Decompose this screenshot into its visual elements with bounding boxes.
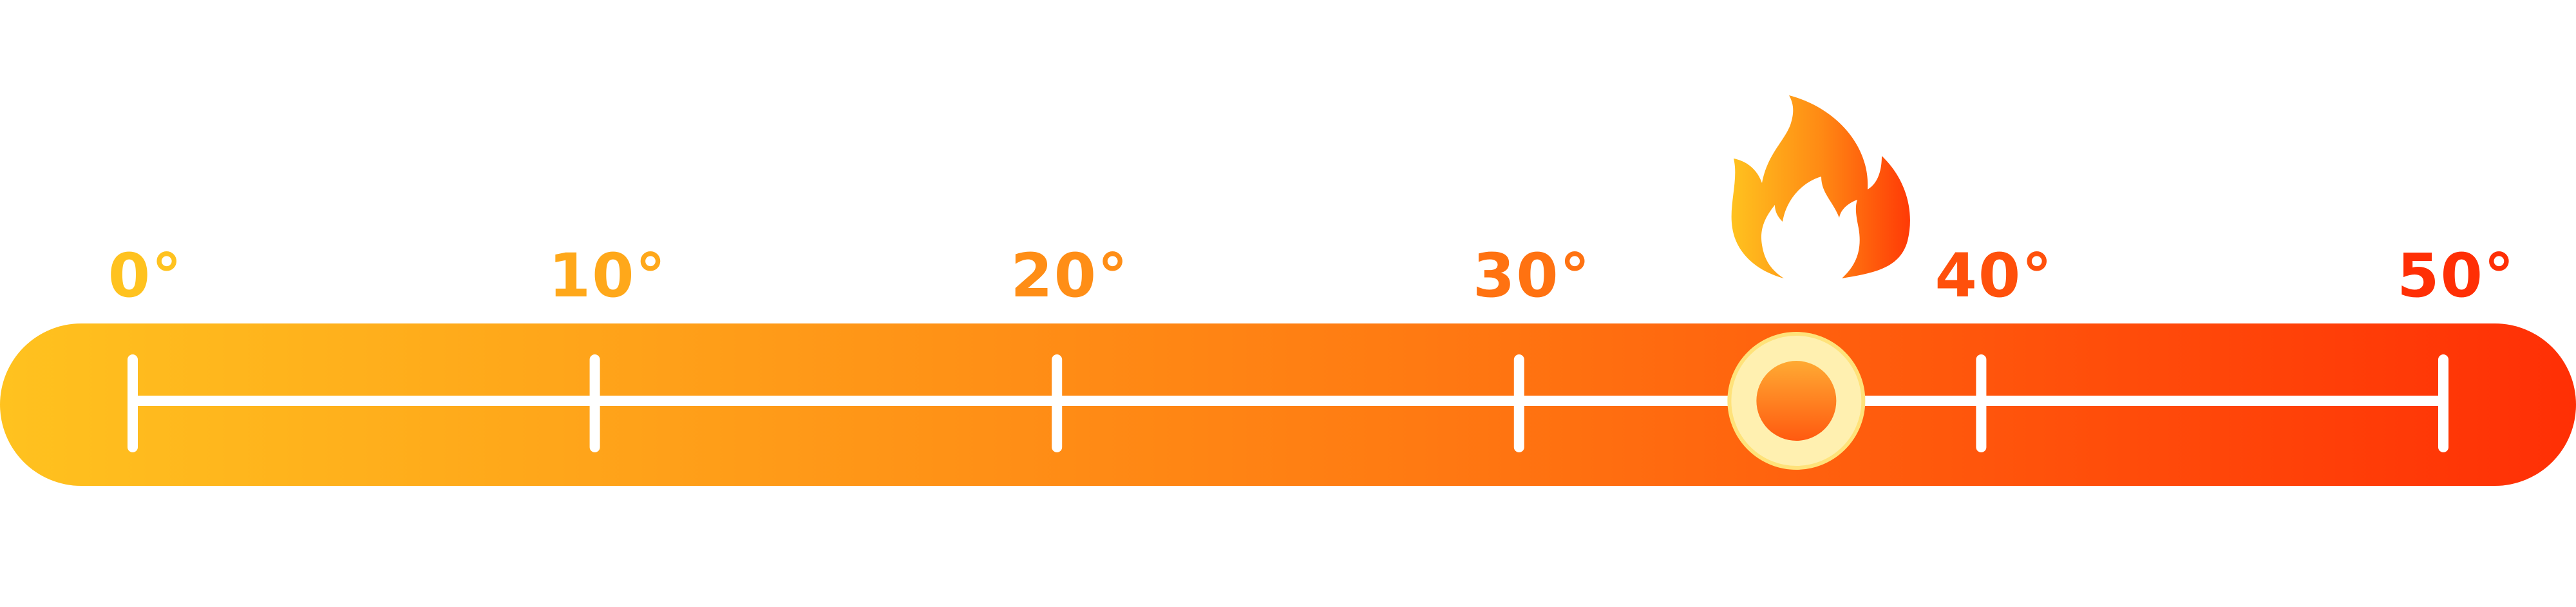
- tick-label-10: 10°: [549, 241, 667, 311]
- tick-labels: 0° 10° 20° 30° 40° 50°: [108, 241, 2515, 311]
- tick-label-40: 40°: [1935, 241, 2053, 311]
- tick-label-20: 20°: [1010, 241, 1129, 311]
- slider-knob[interactable]: [1727, 332, 1866, 470]
- tick-label-50: 50°: [2397, 241, 2515, 311]
- flame-icon: [1731, 95, 1910, 278]
- tick-label-0: 0°: [108, 241, 183, 311]
- tick-marks: [128, 354, 2448, 452]
- tick-label-30: 30°: [1473, 241, 1591, 311]
